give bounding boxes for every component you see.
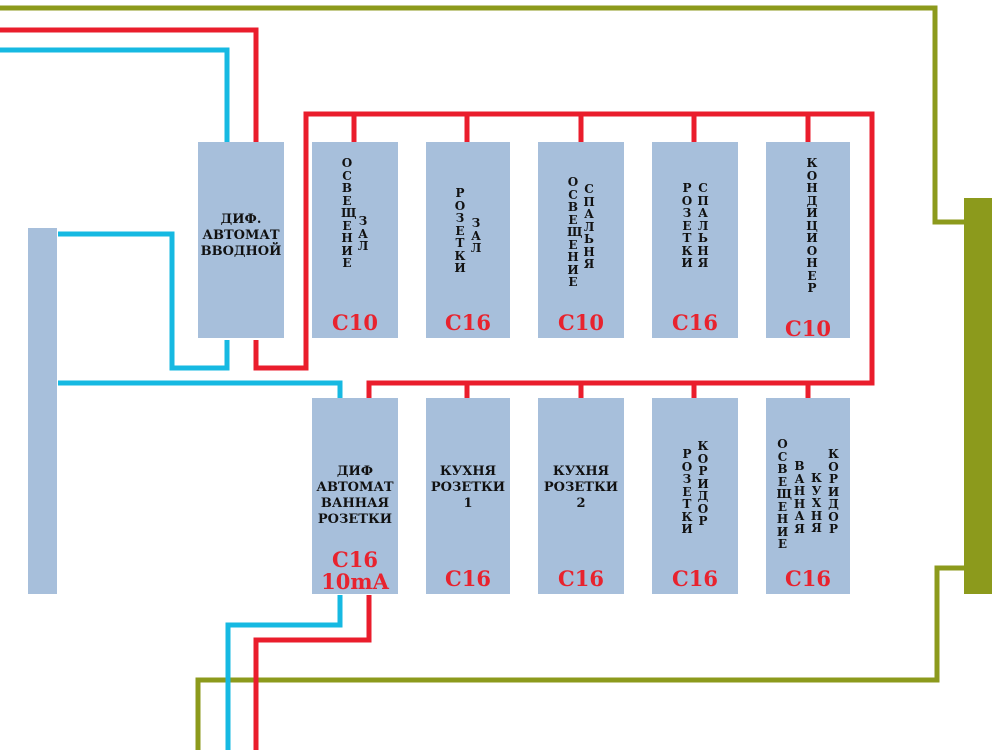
breaker-rating: C16 <box>445 566 491 591</box>
breaker-label: КУХНЯ РОЗЕТКИ 2 <box>543 464 619 511</box>
breaker-rating: C16 <box>785 566 831 591</box>
ground-wire-in <box>0 5 965 225</box>
phase-wire-to-top-bus <box>253 111 875 398</box>
breaker-label: КОНДИЦИОНЕР <box>806 156 818 295</box>
breaker-rating: C16 <box>445 310 491 335</box>
breaker-sockets-bedroom: РОЗЕТКИ СПАЛЬНЯ C16 <box>652 142 738 338</box>
breaker-label: ЗАЛ <box>357 214 369 253</box>
breaker-lighting-hall: ОСВЕЩЕНИЕ ЗАЛ C10 <box>312 142 398 338</box>
breaker-label: КУХНЯ РОЗЕТКИ 1 <box>430 464 506 511</box>
breaker-rating: C16 <box>672 566 718 591</box>
breaker-kitchen-sockets-2: КУХНЯ РОЗЕТКИ 2 C16 <box>538 398 624 594</box>
breaker-label: ОСВЕЩЕНИЕ <box>776 437 793 551</box>
phase-wire-in <box>0 27 259 142</box>
main-rcd-label: ДИФ. АВТОМАТ ВВОДНОЙ <box>200 212 282 259</box>
breaker-label: ВАННАЯ <box>793 459 806 536</box>
breaker-label: РОЗЕТКИ <box>454 186 466 275</box>
breaker-label: ОСВЕЩЕНИЕ <box>567 175 583 289</box>
neutral-wire-bus-to-rcd <box>58 380 343 398</box>
breaker-rating: C10 <box>558 310 604 335</box>
breaker-label: РОЗЕТКИ <box>681 181 693 270</box>
breaker-rating: C16 <box>558 566 604 591</box>
neutral-wire-to-bus <box>58 231 230 371</box>
breaker-lighting-bedroom: ОСВЕЩЕНИЕ СПАЛЬНЯ C10 <box>538 142 624 338</box>
breaker-label: СПАЛЬНЯ <box>583 182 595 271</box>
phase-wire-rcd-out <box>253 595 372 750</box>
breaker-label: ОСВЕЩЕНИЕ <box>341 156 357 270</box>
breaker-sockets-hall: РОЗЕТКИ ЗАЛ C16 <box>426 142 510 338</box>
breaker-rating: C10 <box>332 310 378 335</box>
ground-bus-bar <box>964 198 992 594</box>
breaker-rating: C16 <box>672 310 718 335</box>
breaker-label: ДИФ АВТОМАТ ВАННАЯ РОЗЕТКИ <box>316 464 394 527</box>
neutral-wire-rcd-out <box>225 595 343 750</box>
breaker-label: РОЗЕТКИ <box>681 447 693 536</box>
breaker-rcd-bathroom-sockets: ДИФ АВТОМАТ ВАННАЯ РОЗЕТКИ C16 10mA <box>312 398 398 594</box>
neutral-wire-in <box>0 47 230 142</box>
breaker-label: КОРИДОР <box>697 439 709 528</box>
breaker-air-conditioner: КОНДИЦИОНЕР C10 <box>766 142 850 341</box>
neutral-bus-bar <box>28 228 57 594</box>
breaker-label: СПАЛЬНЯ <box>697 181 709 270</box>
breaker-rating: C16 10mA <box>321 547 389 594</box>
breaker-label: КОРИДОР <box>827 447 840 536</box>
main-rcd-breaker: ДИФ. АВТОМАТ ВВОДНОЙ <box>198 142 284 338</box>
ground-wire-out <box>195 565 965 750</box>
breaker-sockets-corridor: РОЗЕТКИ КОРИДОР C16 <box>652 398 738 594</box>
breaker-lighting-bath-kitchen-corridor: ОСВЕЩЕНИЕ ВАННАЯ КУХНЯ КОРИДОР C16 <box>766 398 850 594</box>
breaker-rating: C10 <box>785 316 831 341</box>
breaker-kitchen-sockets-1: КУХНЯ РОЗЕТКИ 1 C16 <box>426 398 510 594</box>
breaker-label: КУХНЯ <box>810 471 823 535</box>
breaker-label: ЗАЛ <box>470 216 482 255</box>
